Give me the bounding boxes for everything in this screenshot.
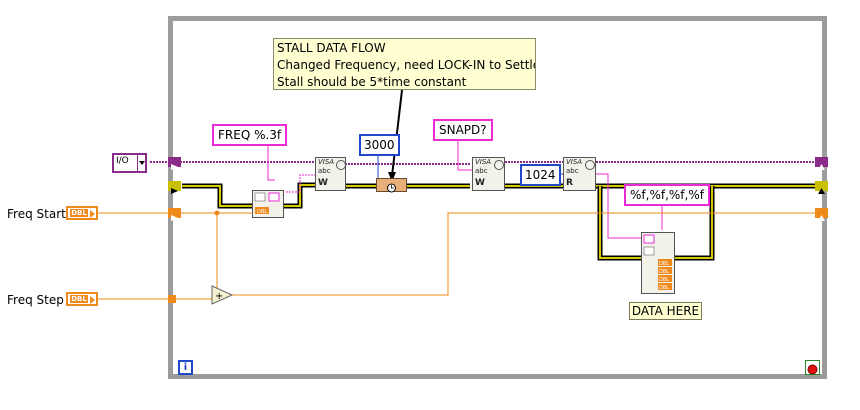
freq-step-tunnel[interactable] <box>168 295 176 303</box>
dbl-tag: DBL <box>70 295 88 303</box>
io-glyph: I/O <box>116 156 129 166</box>
write-letter: W <box>475 178 485 188</box>
visa-label: VISA <box>475 158 492 166</box>
error-wire <box>182 182 817 261</box>
freq-step-control[interactable]: DBL <box>66 292 98 306</box>
chevron-down-icon[interactable] <box>137 155 146 171</box>
arrow-right-icon <box>90 296 95 304</box>
comment-arrow <box>391 89 403 177</box>
svg-text:+: + <box>215 291 223 302</box>
clock-icon <box>336 160 346 170</box>
error-shift-register-left[interactable] <box>168 181 181 194</box>
dbl-tag: DBL <box>70 209 88 217</box>
clock-icon <box>494 160 504 170</box>
freq-start-label: Freq Start <box>7 207 66 221</box>
comment-line-3: Stall should be 5*time constant <box>277 75 467 89</box>
visa-shift-register-right[interactable] <box>815 157 828 170</box>
read-letter: R <box>566 178 573 188</box>
visa-label: VISA <box>318 158 335 166</box>
visa-label: VISA <box>566 158 583 166</box>
svg-text:DBL: DBL <box>257 209 267 215</box>
arrow-right-icon <box>90 210 95 218</box>
visa-resource-control[interactable]: I/O <box>112 153 147 173</box>
visa-write-node-1[interactable]: VISA abc W <box>315 157 346 191</box>
visa-read-node[interactable]: VISA abc R <box>563 157 596 191</box>
svg-text:DBL: DBL <box>659 277 669 283</box>
svg-text:DBL: DBL <box>659 261 669 267</box>
abc-label: abc <box>318 167 331 175</box>
add-node: + <box>211 285 234 305</box>
error-shift-register-right[interactable] <box>815 181 828 194</box>
freq-shift-register-right[interactable] <box>815 208 828 221</box>
string-wires <box>267 137 663 239</box>
clock-icon <box>585 160 595 170</box>
freq-start-control[interactable]: DBL <box>66 206 98 220</box>
wire-junction <box>214 210 220 216</box>
data-here-label[interactable]: DATA HERE <box>629 302 702 320</box>
scan-format-constant[interactable]: %f,%f,%f,%f <box>624 184 710 206</box>
comment-line-2: Changed Frequency, need LOCK-IN to Settl… <box>277 58 536 72</box>
visa-shift-register-left[interactable] <box>168 157 181 170</box>
comment-line-1: STALL DATA FLOW <box>277 41 386 55</box>
freq-format-constant[interactable]: FREQ %.3f <box>212 124 288 146</box>
while-loop-frame[interactable] <box>168 16 827 379</box>
freq-shift-register-left[interactable] <box>168 208 181 221</box>
stall-comment[interactable]: STALL DATA FLOW Changed Frequency, need … <box>273 38 536 90</box>
svg-text:DBL: DBL <box>659 285 669 291</box>
loop-condition-terminal[interactable] <box>805 360 820 375</box>
scan-from-string-node[interactable]: DBL DBL DBL DBL <box>641 232 675 294</box>
iteration-terminal[interactable]: i <box>178 360 193 375</box>
wait-ms-node[interactable] <box>376 178 407 193</box>
read-count-constant[interactable]: 1024 <box>520 164 561 186</box>
svg-text:DBL: DBL <box>659 269 669 275</box>
write-letter: W <box>318 178 328 188</box>
wait-ms-constant[interactable]: 3000 <box>359 134 400 156</box>
format-into-string-node[interactable]: DBL <box>252 190 284 218</box>
freq-step-label: Freq Step <box>7 293 64 307</box>
abc-label: abc <box>475 167 488 175</box>
visa-write-node-2[interactable]: VISA abc W <box>472 157 505 191</box>
abc-label: abc <box>566 167 579 175</box>
snap-command-constant[interactable]: SNAPD? <box>433 119 493 141</box>
